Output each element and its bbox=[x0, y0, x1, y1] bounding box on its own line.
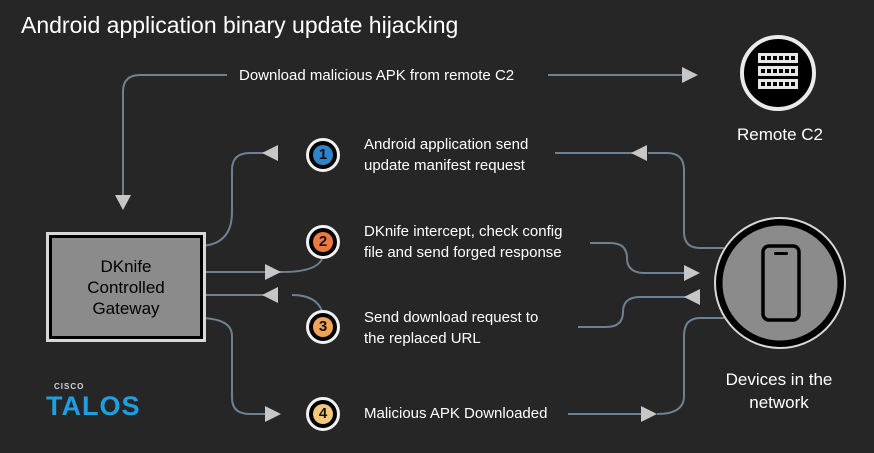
step1-gateway-path bbox=[197, 152, 276, 247]
step-3-line2: the replaced URL bbox=[364, 330, 481, 347]
gateway-label-line2: Controlled bbox=[87, 277, 165, 297]
arrow-step4-right bbox=[641, 406, 657, 422]
step-2-line1: DKnife intercept, check config bbox=[364, 223, 563, 240]
step-1-badge: 1 bbox=[306, 138, 340, 172]
c2-download-path bbox=[122, 74, 227, 197]
remote-c2-label: Remote C2 bbox=[737, 125, 823, 144]
step-3-line1: Send download request to bbox=[364, 309, 539, 326]
step4-gateway-path bbox=[197, 317, 266, 415]
step-2-text: DKnife intercept, check config file and … bbox=[364, 221, 562, 263]
arrow-step1-left bbox=[262, 145, 278, 161]
step1-device-curve bbox=[648, 152, 724, 249]
arrow-step2-right bbox=[684, 265, 700, 281]
step-4-text: Malicious APK Downloaded bbox=[364, 403, 547, 424]
step4-device-curve bbox=[656, 317, 724, 415]
step2-device-path bbox=[590, 242, 686, 274]
step-1-line2: update manifest request bbox=[364, 157, 525, 174]
step-3-text: Send download request to the replaced UR… bbox=[364, 307, 538, 349]
gateway-label-line1: DKnife bbox=[100, 256, 152, 276]
dknife-gateway: DKnife Controlled Gateway bbox=[49, 235, 203, 339]
step-4-line1: Malicious APK Downloaded bbox=[364, 405, 548, 422]
arrow-step4-left bbox=[265, 406, 281, 422]
step-1-number: 1 bbox=[313, 145, 333, 165]
arrow-step2-left bbox=[265, 264, 281, 280]
step3-gateway-path bbox=[198, 294, 323, 312]
gateway-label-line3: Gateway bbox=[92, 298, 160, 318]
step-2-badge: 2 bbox=[306, 225, 340, 259]
step-1-text: Android application send update manifest… bbox=[364, 134, 528, 176]
cisco-wordmark: CISCO bbox=[54, 382, 85, 391]
arrow-to-remote bbox=[682, 67, 698, 83]
devices-label-line1: Devices in the bbox=[725, 370, 833, 389]
step-4-badge: 4 bbox=[306, 397, 340, 431]
step3-device-path bbox=[578, 296, 686, 328]
step-4-number: 4 bbox=[313, 404, 333, 424]
arrow-step3-right bbox=[684, 289, 700, 305]
top-flow-label: Download malicious APK from remote C2 bbox=[239, 67, 515, 84]
arrow-down-to-gateway bbox=[115, 195, 131, 210]
step-2-line2: file and send forged response bbox=[364, 244, 562, 261]
talos-logo: TALOS bbox=[46, 391, 141, 421]
step-2-number: 2 bbox=[313, 232, 333, 252]
arrow-step1-right bbox=[631, 145, 647, 161]
step-3-number: 3 bbox=[313, 317, 333, 337]
step2-gateway-path bbox=[198, 258, 323, 273]
arrow-step3-left bbox=[262, 287, 278, 303]
step-1-line1: Android application send bbox=[364, 136, 529, 153]
diagram-title: Android application binary update hijack… bbox=[21, 12, 459, 38]
devices-label-line2: network bbox=[749, 393, 809, 412]
server-icon bbox=[740, 35, 816, 111]
step-3-badge: 3 bbox=[306, 310, 340, 344]
devices-label: Devices in the network bbox=[709, 368, 849, 414]
smartphone-icon bbox=[714, 217, 846, 349]
